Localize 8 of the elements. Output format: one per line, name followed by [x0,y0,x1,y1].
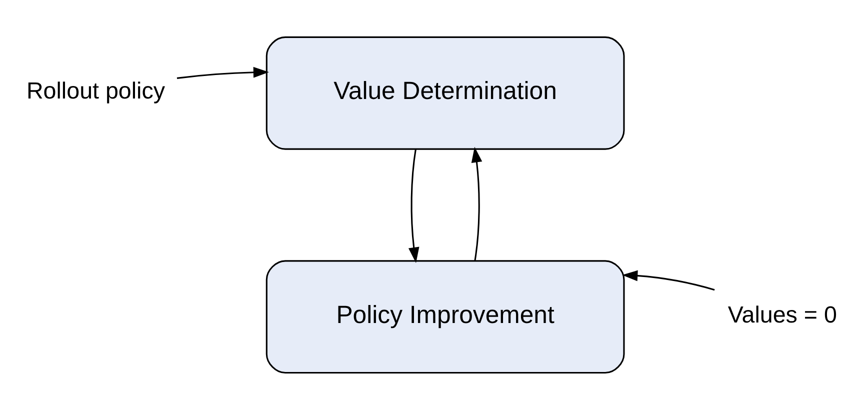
arrow [176,66,269,79]
node-box: Value Determination [266,36,625,150]
arrow [408,149,420,263]
node-text: Rollout policy [26,78,166,104]
node-text: Values = 0 [728,301,837,328]
arrow [471,146,482,261]
node-box: Policy Improvement [266,260,625,374]
arrow [622,270,715,291]
